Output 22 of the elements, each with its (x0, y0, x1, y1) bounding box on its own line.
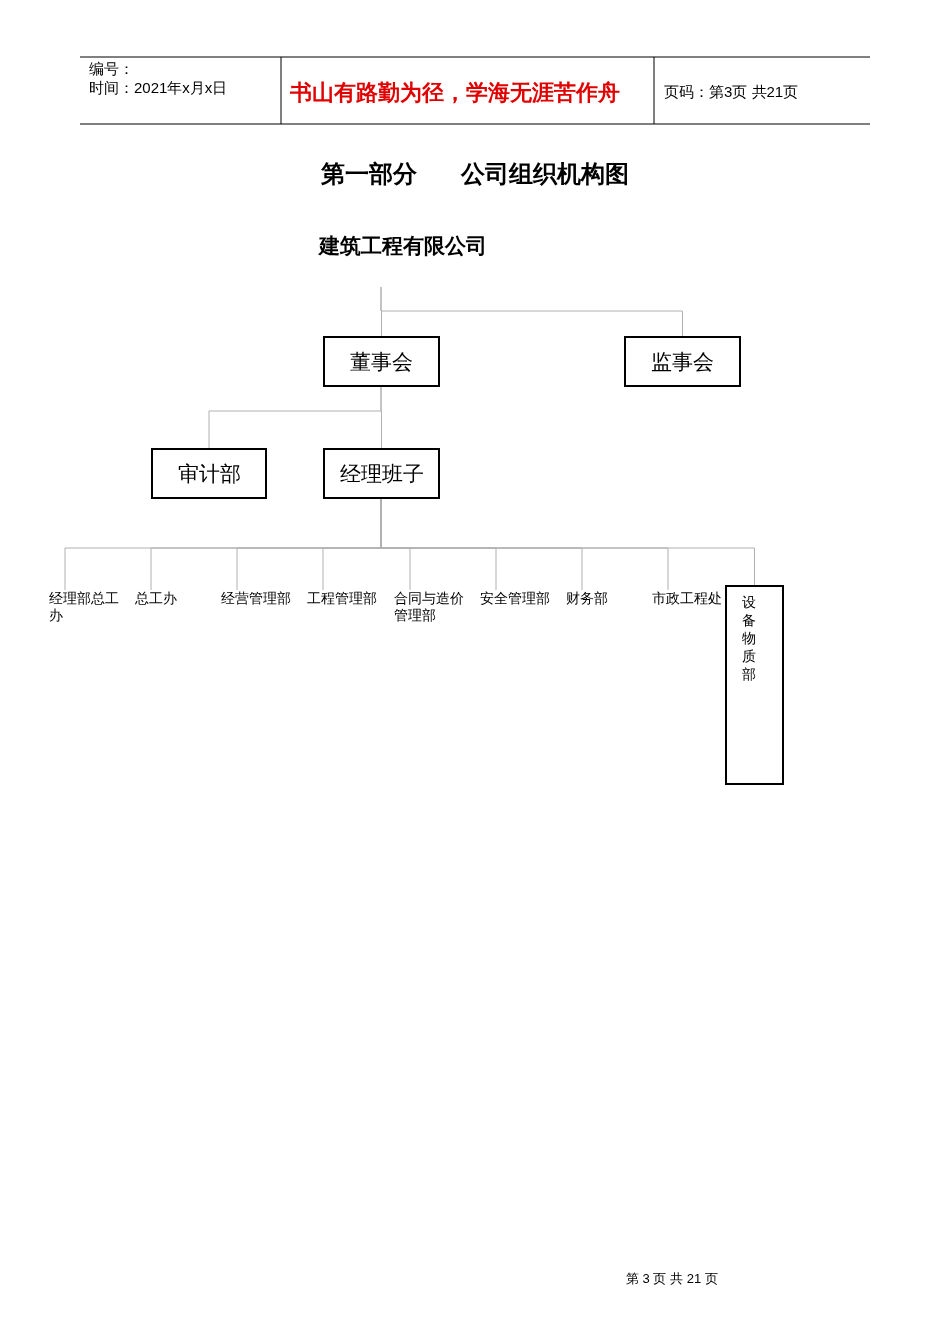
department-label: 经理部总工办 (49, 590, 131, 630)
connector-line (380, 386, 382, 449)
page-footer: 第 3 页 共 21 页 (626, 1270, 718, 1288)
diagram-title: 第一部分 公司组织机构图 (319, 158, 631, 190)
connector-line (380, 498, 755, 586)
org-box: 监事会 (624, 336, 741, 387)
header-text: 编号： (89, 60, 134, 78)
connector-line (380, 286, 683, 337)
department-label: 财务部 (566, 590, 648, 630)
motto-text: 书山有路勤为径，学海无涯苦作舟 (290, 78, 620, 106)
department-label: 安全管理部 (480, 590, 562, 630)
org-box: 经理班子 (323, 448, 440, 499)
org-box: 审计部 (151, 448, 267, 499)
department-label: 合同与造价管理部 (394, 590, 476, 630)
header-text: 时间：2021年x月x日 (89, 79, 228, 97)
header-text: 页码：第3页 共21页 (664, 83, 799, 101)
org-box: 设备物质部 (725, 585, 784, 785)
department-label: 经营管理部 (221, 590, 303, 630)
org-box: 董事会 (323, 336, 440, 387)
department-label: 工程管理部 (307, 590, 389, 630)
department-label: 总工办 (135, 590, 217, 630)
company-name: 建筑工程有限公司 (305, 232, 500, 260)
